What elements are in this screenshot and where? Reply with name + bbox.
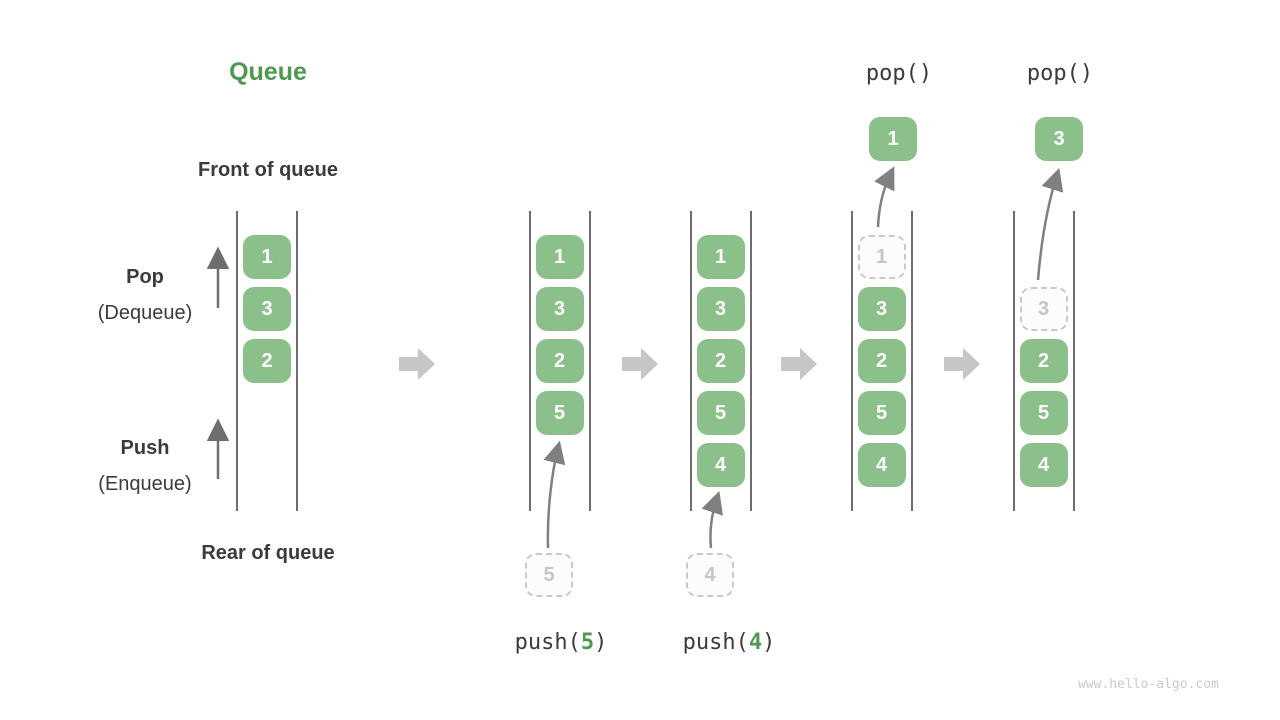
popped-cell: 3 [1035, 117, 1083, 161]
push-operation-label: push(5) [515, 630, 608, 655]
queue-cell: 2 [696, 339, 745, 383]
incoming-cell: 5 [525, 553, 573, 597]
queue-cell: 4 [857, 443, 906, 487]
diagram-title: Queue [229, 58, 307, 86]
queue-cell: 5 [535, 391, 584, 435]
queue-cell: 2 [1019, 339, 1068, 383]
queue-cell: 3 [535, 287, 584, 331]
incoming-cell: 4 [686, 553, 734, 597]
pop-operation-label: pop() [865, 61, 933, 86]
pop-direction-label: Pop (Dequeue) [45, 259, 245, 331]
enqueue-label: (Enqueue) [98, 473, 192, 495]
queue-cell: 1 [696, 235, 745, 279]
push-label: Push [120, 437, 170, 459]
queue-rails [850, 211, 913, 511]
watermark: www.hello-algo.com [1078, 677, 1219, 692]
queue-cell: 2 [535, 339, 584, 383]
queue-cell: 5 [857, 391, 906, 435]
queue-cell: 1 [243, 235, 291, 279]
dequeue-label: (Dequeue) [97, 302, 193, 324]
front-of-queue-label: Front of queue [198, 159, 338, 181]
flow-arrow-2 [622, 348, 658, 380]
queue-cell: 1 [535, 235, 584, 279]
push-direction-label: Push (Enqueue) [45, 430, 245, 502]
push-operation-label: push(4) [683, 630, 776, 655]
queue-cell: 2 [243, 339, 291, 383]
pop-operation-label: pop() [1026, 61, 1094, 86]
flow-arrow-4 [944, 348, 980, 380]
flow-arrow-1 [399, 348, 435, 380]
flow-arrow-3 [781, 348, 817, 380]
queue-cell: 4 [696, 443, 745, 487]
queue-cell: 2 [857, 339, 906, 383]
queue-cell: 3 [243, 287, 291, 331]
pop-label: Pop [126, 266, 164, 288]
queue-cell: 5 [1019, 391, 1068, 435]
push-call-text: push( [682, 630, 749, 655]
queue-cell: 5 [696, 391, 745, 435]
queue-rails [689, 211, 752, 511]
rear-of-queue-label: Rear of queue [201, 542, 335, 564]
queue-cell-ghost: 1 [857, 235, 906, 279]
queue-rails [528, 211, 591, 511]
queue-rails [1012, 211, 1075, 511]
push-call-close: ) [762, 630, 776, 655]
queue-cell: 3 [857, 287, 906, 331]
push-argument: 5 [580, 630, 595, 655]
queue-cell: 3 [696, 287, 745, 331]
queue-cell: 4 [1019, 443, 1068, 487]
queue-cell-ghost: 3 [1019, 287, 1068, 331]
push-call-close: ) [594, 630, 608, 655]
push-call-text: push( [514, 630, 581, 655]
push-argument: 4 [748, 630, 763, 655]
popped-cell: 1 [869, 117, 917, 161]
queue-rails [236, 211, 298, 511]
